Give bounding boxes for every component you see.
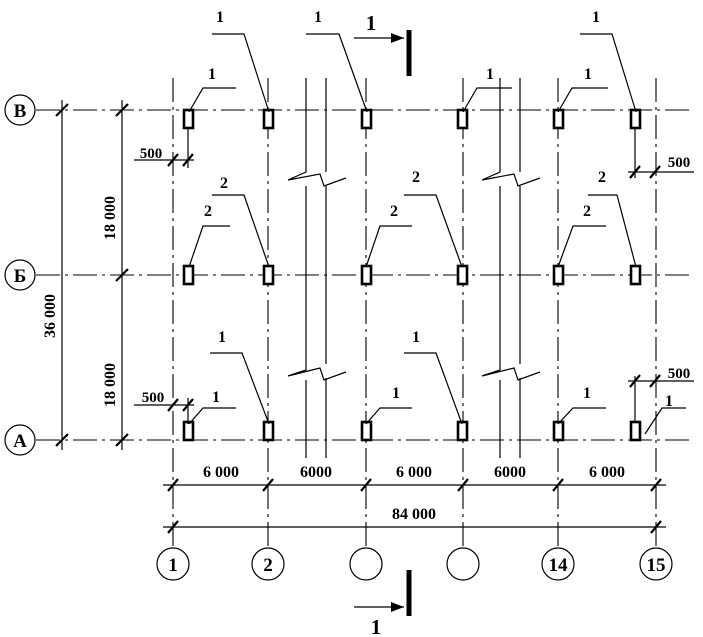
type-mark-a-15: 1 [665, 393, 673, 410]
axis-marker-row-v: В [4, 94, 36, 126]
offset-label-top-left: 500 [140, 146, 163, 162]
section-mark-bottom: 1 [371, 615, 382, 637]
type-leader-b-1: 2 [188, 203, 230, 268]
type-leader-b-3: 2 [365, 203, 412, 268]
section-mark-top: 1 [366, 11, 377, 35]
type-leader-v-4: 1 [462, 66, 512, 113]
dimension-span-bottom: 18 000 [102, 363, 119, 407]
axis-label-row-a: А [13, 431, 27, 452]
column-v-3 [360, 108, 373, 130]
dimension-total-width [55, 100, 69, 450]
offset-dimension-top-left: 500 [134, 128, 194, 168]
axis-marker-row-b: Б [4, 259, 36, 291]
column-a-15 [629, 420, 642, 442]
dimension-bay-4: 6000 [494, 464, 526, 481]
type-mark-v-1: 1 [208, 66, 216, 83]
column-v-2 [262, 108, 275, 130]
dimension-chain-bays [163, 478, 666, 492]
axis-marker-col-14: 14 [541, 547, 575, 581]
axis-label-col-15: 15 [647, 555, 666, 576]
offset-dimension-bottom-left: 500 [134, 390, 194, 424]
type-mark-b-1: 2 [204, 203, 212, 220]
type-mark-v-14: 1 [584, 66, 592, 83]
dimension-bay-5: 6 000 [589, 464, 625, 481]
offset-dimension-bottom-right: 500 [628, 366, 694, 422]
column-a-4 [456, 420, 469, 442]
type-leader-a-3: 1 [365, 385, 412, 425]
break-line-right [481, 78, 541, 458]
type-mark-a-3: 1 [392, 385, 400, 402]
offset-label-bottom-right: 500 [668, 366, 691, 382]
type-leader-a-2: 1 [210, 329, 270, 425]
type-leader-a-14: 1 [557, 385, 606, 425]
type-leader-v-1: 1 [188, 66, 236, 113]
column-b-15 [629, 264, 642, 286]
type-leader-b-4: 2 [404, 169, 463, 268]
column-a-2 [262, 420, 275, 442]
dimension-total-width-label: 36 000 [42, 294, 59, 338]
dimension-total-label: 84 000 [392, 506, 436, 523]
type-mark-b-2: 2 [220, 175, 228, 192]
column-a-3 [360, 420, 373, 442]
axis-marker-col-2: 2 [251, 547, 285, 581]
axis-marker-col-3 [349, 547, 383, 581]
axis-marker-col-1: 1 [156, 547, 190, 581]
type-leader-a-4: 1 [404, 329, 463, 425]
dimension-bay-3: 6 000 [396, 464, 432, 481]
column-b-14 [552, 264, 565, 286]
axis-marker-col-15: 15 [639, 547, 673, 581]
column-b-1 [182, 264, 195, 286]
axis-label-col-1: 1 [168, 555, 178, 576]
type-leader-b-15: 2 [588, 169, 637, 268]
type-mark-b-4: 2 [412, 169, 420, 186]
type-mark-b-14: 2 [583, 203, 591, 220]
column-a-1 [182, 420, 195, 442]
type-mark-v-15: 1 [592, 9, 600, 26]
column-b-4 [456, 264, 469, 286]
column-v-4 [456, 108, 469, 130]
type-mark-v-3: 1 [314, 9, 322, 26]
axis-marker-col-4 [446, 547, 480, 581]
type-leader-v-15: 1 [580, 9, 637, 113]
column-b-2 [262, 264, 275, 286]
type-leader-b-14: 2 [557, 203, 606, 268]
column-a-14 [552, 420, 565, 442]
type-leader-b-2: 2 [212, 175, 270, 268]
offset-dimension-top-right: 500 [628, 128, 694, 179]
section-cut-top: 1 [354, 11, 412, 76]
type-mark-a-2: 1 [218, 329, 226, 346]
type-mark-v-4: 1 [486, 66, 494, 83]
axis-label-col-2: 2 [263, 555, 273, 576]
offset-label-top-right: 500 [668, 155, 691, 171]
type-leader-a-15: 1 [644, 393, 686, 435]
type-mark-b-3: 2 [390, 203, 398, 220]
axis-marker-row-a: А [4, 424, 36, 456]
type-mark-a-4: 1 [412, 329, 420, 346]
type-leader-v-3: 1 [306, 9, 368, 113]
column-v-14 [552, 108, 565, 130]
dimension-total-length [163, 520, 666, 534]
column-v-15 [629, 108, 642, 130]
axis-label-row-b: Б [14, 266, 27, 287]
type-mark-b-15: 2 [598, 169, 606, 186]
dimension-bay-1: 6 000 [203, 464, 239, 481]
type-leader-v-2: 1 [212, 9, 270, 113]
column-v-1 [182, 108, 195, 130]
dimension-bay-2: 6000 [300, 464, 332, 481]
dimension-chain-spans [115, 100, 129, 450]
offset-label-bottom-left: 500 [142, 390, 165, 406]
type-leader-v-14: 1 [557, 66, 608, 113]
type-leader-a-1: 1 [188, 389, 236, 425]
type-mark-a-14: 1 [583, 385, 591, 402]
break-line-left [287, 78, 347, 458]
axis-label-col-14: 14 [549, 555, 569, 576]
column-b-3 [360, 264, 373, 286]
axis-label-row-v: В [14, 101, 27, 122]
type-mark-v-2: 1 [216, 9, 224, 26]
type-mark-a-1: 1 [212, 389, 220, 406]
dimension-span-top: 18 000 [102, 196, 119, 240]
section-cut-bottom: 1 [354, 570, 412, 637]
